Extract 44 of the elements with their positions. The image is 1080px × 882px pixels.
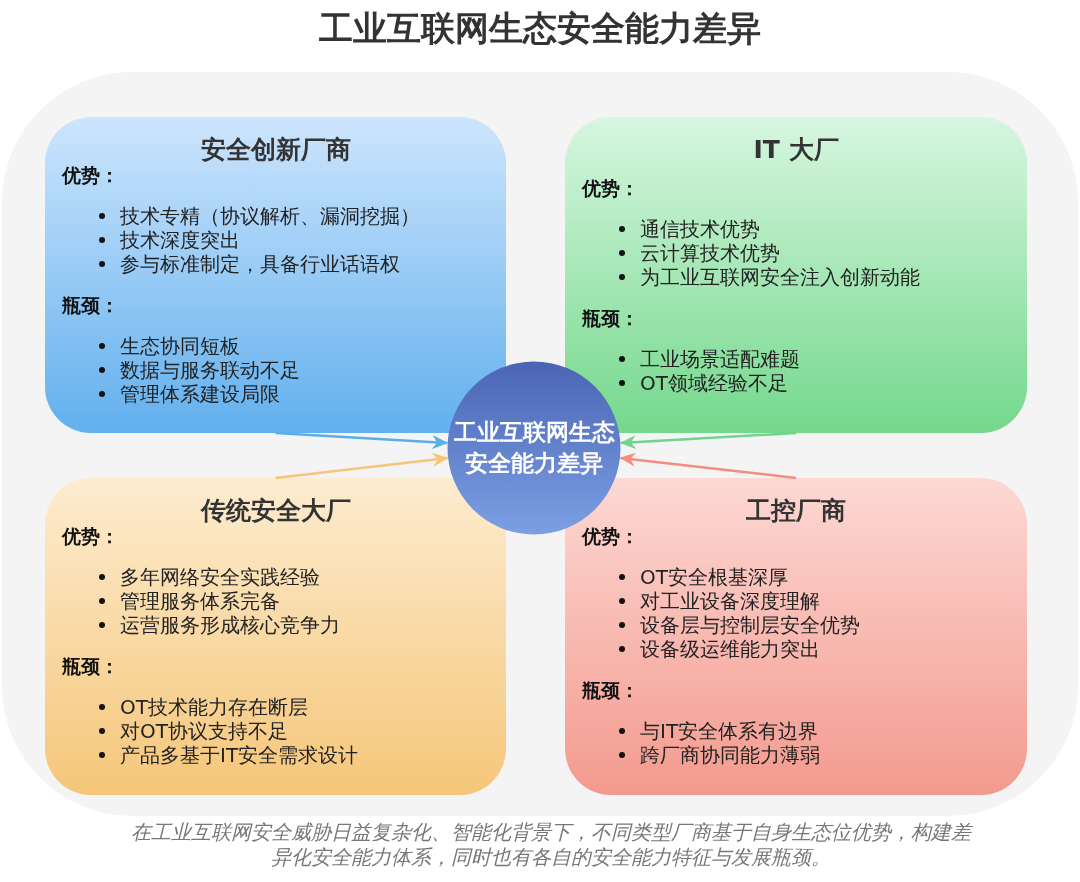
section-heading: 瓶颈： <box>582 306 640 330</box>
bullet-item: 产品多基于IT安全需求设计 <box>120 743 359 767</box>
arrow <box>619 431 797 450</box>
card-title: IT 大厂 <box>752 134 840 166</box>
arrow <box>275 452 449 480</box>
hub-label: 工业互联网生态安全能力差异 <box>452 418 616 478</box>
bullet-item: 为工业互联网安全注入创新动能 <box>640 265 920 289</box>
arrow <box>275 431 449 450</box>
bullet-item: 管理服务体系完备 <box>120 589 280 613</box>
section-heading: 优势： <box>582 524 640 548</box>
bullet-item: 技术深度突出 <box>120 228 240 252</box>
caption: 在工业互联网安全威胁日益复杂化、智能化背景下，不同类型厂商基于自身生态位优势，构建差异化安全能力体系，同时也有各自的安全能力特征与发展瓶颈。 <box>130 820 974 870</box>
section-heading: 瓶颈： <box>582 678 640 702</box>
bullet-item: 设备级运维能力突出 <box>640 637 820 661</box>
bullet-item: OT技术能力存在断层 <box>120 695 308 719</box>
bullet-item: 通信技术优势 <box>640 217 760 241</box>
bullet-item: OT安全根基深厚 <box>640 565 788 589</box>
bullet-item: 对工业设备深度理解 <box>640 589 820 613</box>
bullet-item: 管理体系建设局限 <box>120 382 280 406</box>
section-heading: 瓶颈： <box>62 654 120 678</box>
bullet-item: 参与标准制定，具备行业话语权 <box>120 252 400 276</box>
bullet-item: 运营服务形成核心竞争力 <box>120 613 340 637</box>
bullet-item: OT领域经验不足 <box>640 371 788 395</box>
section-heading: 优势： <box>62 163 120 187</box>
bullet-item: 数据与服务联动不足 <box>120 358 300 382</box>
bullet-item: 对OT协议支持不足 <box>120 719 288 743</box>
bullet-item: 工业场景适配难题 <box>640 347 800 371</box>
vendor-card <box>45 478 506 795</box>
arrow <box>619 452 797 480</box>
card-title: 工控厂商 <box>745 495 847 527</box>
card-title: 传统安全大厂 <box>199 495 352 527</box>
bullet-item: 技术专精（协议解析、漏洞挖掘） <box>120 204 420 228</box>
section-heading: 优势： <box>62 524 120 548</box>
bullet-item: 与IT安全体系有边界 <box>640 719 819 743</box>
bullet-item: 跨厂商协同能力薄弱 <box>640 743 820 767</box>
diagram-title: 工业互联网生态安全能力差异 <box>318 7 762 50</box>
vendor-card <box>565 478 1027 795</box>
bullet-item: 云计算技术优势 <box>640 241 780 265</box>
section-heading: 瓶颈： <box>62 293 120 317</box>
card-title: 安全创新厂商 <box>199 134 352 166</box>
section-heading: 优势： <box>582 176 640 200</box>
bullet-item: 生态协同短板 <box>120 334 240 358</box>
bullet-item: 多年网络安全实践经验 <box>120 565 320 589</box>
bullet-item: 设备层与控制层安全优势 <box>640 613 860 637</box>
